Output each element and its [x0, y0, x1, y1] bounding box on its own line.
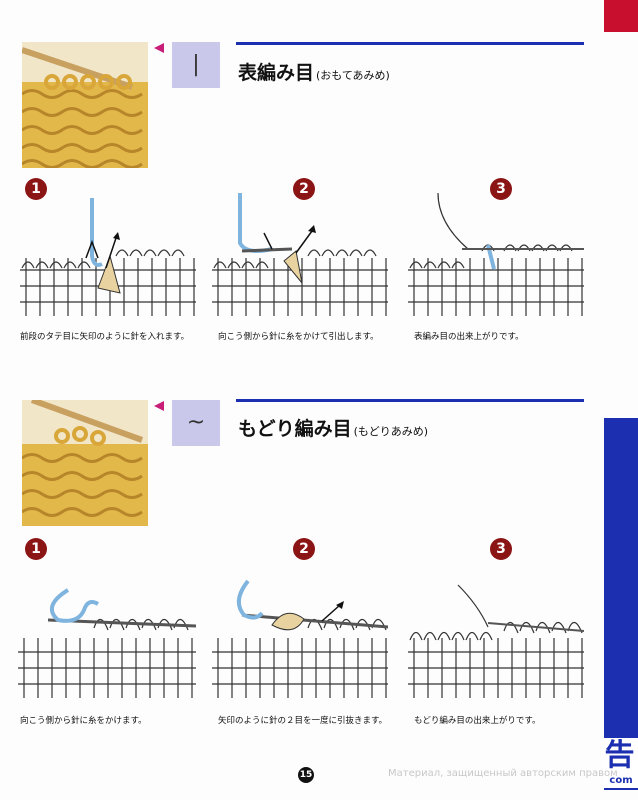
step-1-3-number: 3: [490, 178, 512, 200]
section-1-symbol: |: [172, 42, 220, 88]
step-1-3-diagram: [408, 193, 584, 316]
step-2-1-caption: 向こう側から針に糸をかけます。: [20, 716, 147, 726]
step-1-3-caption: 表編み目の出来上がりです。: [414, 332, 524, 342]
section-1-photo: [22, 42, 148, 168]
step-2-2-number: 2: [293, 538, 315, 560]
section-2-photo: [22, 400, 148, 526]
section-2-marker: [154, 401, 164, 411]
step-2-2-diagram: [212, 579, 388, 698]
step-1-1-diagram: [20, 198, 196, 316]
edge-bar-blue: [604, 418, 638, 790]
step-2-1-diagram: [18, 588, 196, 698]
page-number: 15: [298, 767, 314, 783]
step-2-3-caption: もどり編み目の出来上がりです。: [414, 716, 541, 726]
section-1-title: 表編み目(おもてあみめ): [238, 62, 390, 84]
watermark-domain: com: [604, 774, 638, 788]
watermark-char: 告: [601, 738, 638, 774]
step-2-1-number: 1: [25, 538, 47, 560]
step-1-2-diagram: [212, 193, 388, 316]
section-2-title: もどり編み目(もどりあみめ): [238, 418, 428, 440]
step-1-1-caption: 前段のタテ目に矢印のように針を入れます。: [20, 332, 190, 342]
step-1-2-caption: 向こう側から針に糸をかけて引出します。: [218, 332, 379, 342]
step-1-1-number: 1: [25, 178, 47, 200]
section-1-rule: [236, 42, 584, 45]
step-1-2-number: 2: [293, 178, 315, 200]
section-1-marker: [154, 43, 164, 53]
edge-bar-red: [604, 0, 638, 32]
step-2-2-caption: 矢印のように針の２目を一度に引抜きます。: [218, 716, 388, 726]
section-2-rule: [236, 399, 584, 402]
step-2-3-number: 3: [490, 538, 512, 560]
step-2-3-diagram: [408, 584, 584, 698]
watermark-text: Материал, защищенный авторским правом: [388, 768, 618, 779]
section-2-symbol: ~: [172, 400, 220, 446]
